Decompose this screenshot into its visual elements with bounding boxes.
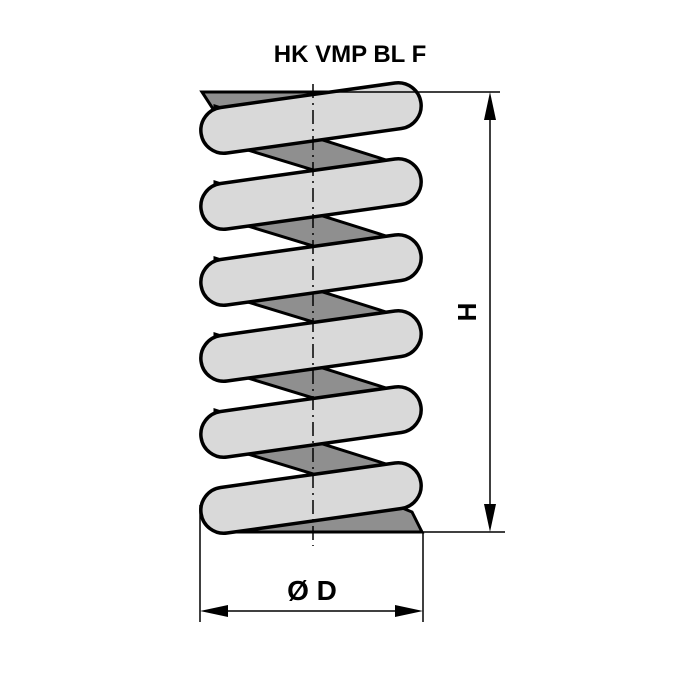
diameter-label: Ø D [287, 575, 337, 606]
front-coil [199, 81, 423, 155]
arrow-up-icon [484, 92, 496, 120]
front-coil [199, 385, 423, 459]
height-label: H [452, 303, 482, 322]
front-coil [199, 233, 423, 307]
diagram-title: HK VMP BL F [274, 41, 426, 68]
spring-front-coils [199, 81, 423, 535]
front-coil [199, 309, 423, 383]
arrow-down-icon [484, 504, 496, 532]
arrow-right-icon [395, 605, 423, 617]
arrow-left-icon [200, 605, 228, 617]
front-coil [199, 461, 423, 535]
front-coil [199, 157, 423, 231]
